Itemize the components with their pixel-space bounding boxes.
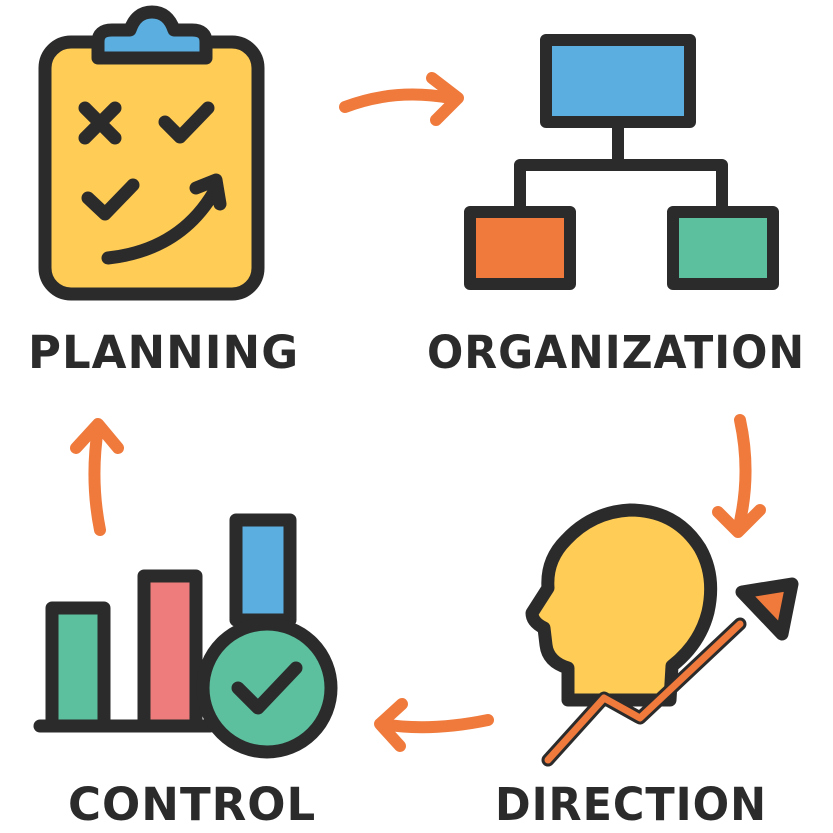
label-organization: ORGANIZATION bbox=[427, 326, 805, 379]
clipboard-checklist-icon bbox=[38, 5, 265, 301]
arrow-planning-to-organization bbox=[339, 88, 456, 113]
label-control: CONTROL bbox=[68, 778, 316, 831]
arrow-organization-to-direction bbox=[732, 414, 752, 536]
cycle-arrows bbox=[70, 72, 766, 752]
arrow-control-to-planning bbox=[88, 422, 106, 536]
bar-chart-check-icon bbox=[33, 513, 338, 759]
label-direction: DIRECTION bbox=[495, 778, 767, 831]
head-with-rising-arrow-icon bbox=[525, 503, 799, 767]
arrow-direction-to-control bbox=[376, 714, 494, 734]
label-planning: PLANNING bbox=[28, 326, 299, 379]
org-chart-icon bbox=[464, 34, 779, 290]
